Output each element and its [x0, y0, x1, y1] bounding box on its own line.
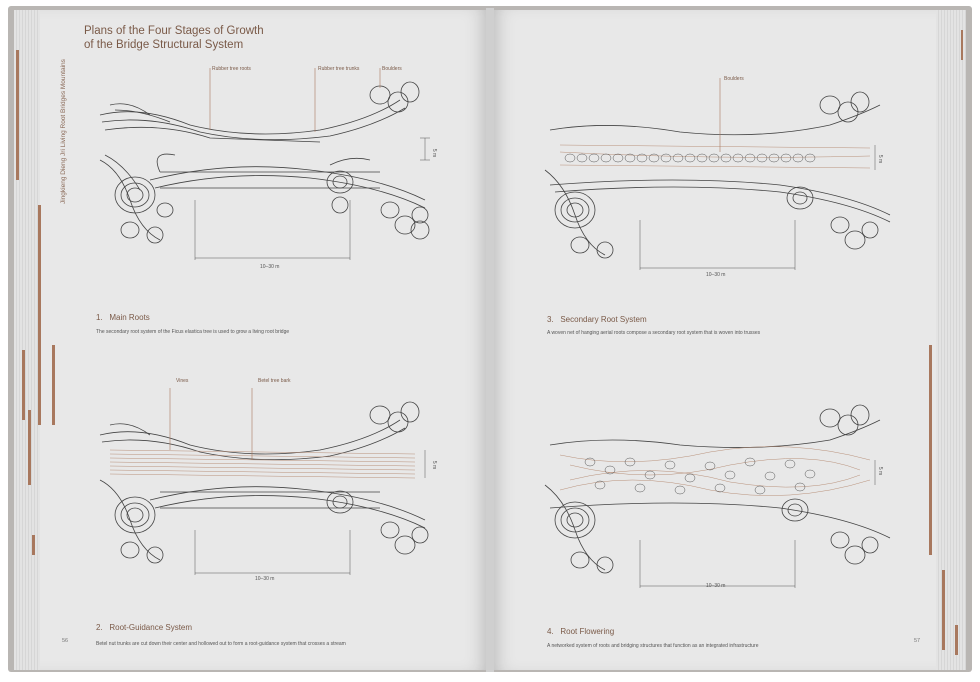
callout-betel-tree-bark: Betel tree bark — [258, 378, 291, 384]
stage4-caption: A networked system of roots and bridging… — [547, 643, 759, 649]
title-line-1: Plans of the Four Stages of Growth — [84, 25, 264, 37]
callout-boulders: Boulders — [724, 76, 744, 82]
height-dimension: 5 m — [877, 154, 884, 164]
page-title: Plans of the Four Stages of Growth of th… — [84, 24, 304, 52]
stage1-caption: The secondary root system of the Ficus e… — [96, 329, 290, 335]
edge-tab — [32, 535, 35, 555]
page-number-right: 57 — [914, 638, 921, 644]
width-dimension: 10–30 m — [706, 583, 726, 589]
edge-tab — [52, 345, 55, 425]
stage3-name: Secondary Root System — [560, 315, 647, 324]
height-dimension: 5 m — [877, 466, 884, 476]
callout-vines: Vines — [176, 378, 189, 384]
callout-boulders: Boulders — [382, 66, 402, 72]
right-page-edges — [936, 10, 966, 670]
book-gutter — [486, 8, 494, 672]
stage3-plan-drawing — [544, 78, 891, 270]
stage1-name: Main Roots — [109, 313, 150, 322]
stage2-plan-drawing — [99, 388, 429, 575]
stage1-number: 1. — [96, 313, 103, 322]
edge-tab — [955, 625, 958, 655]
stage3-number: 3. — [547, 315, 554, 324]
running-head: Jingkieng Dieng Jri Living Root Bridges … — [60, 59, 67, 204]
width-dimension: 10–30 m — [255, 576, 275, 582]
title-line-2: of the Bridge Structural System — [84, 39, 244, 51]
height-dimension: 5 m — [431, 148, 438, 158]
stage2-caption: Betel nut trunks are cut down their cent… — [96, 641, 346, 647]
stage4-plan-drawing — [544, 404, 891, 588]
stage2-heading: 2. Root-Guidance System — [96, 623, 192, 632]
width-dimension: 10–30 m — [706, 272, 726, 278]
edge-tab — [961, 30, 963, 60]
callout-rubber-tree-roots: Rubber tree roots — [212, 66, 251, 72]
stage1-heading: 1. Main Roots — [96, 313, 150, 322]
edge-tab — [942, 570, 945, 650]
height-dimension: 5 m — [431, 460, 438, 470]
edge-tab — [38, 205, 41, 425]
callout-rubber-tree-trunks: Rubber tree trunks — [318, 66, 360, 72]
stage3-heading: 3. Secondary Root System — [547, 315, 647, 324]
stage2-number: 2. — [96, 623, 103, 632]
edge-tab — [16, 50, 19, 180]
stage4-name: Root Flowering — [560, 627, 615, 636]
stage4-heading: 4. Root Flowering — [547, 627, 614, 636]
stage3-caption: A woven net of hanging aerial roots comp… — [547, 330, 761, 336]
page-number-left: 56 — [62, 638, 69, 644]
edge-tab — [28, 410, 31, 485]
width-dimension: 10–30 m — [260, 264, 280, 270]
stage1-plan-drawing — [99, 68, 430, 260]
left-page — [14, 10, 488, 670]
edge-tab — [929, 345, 932, 555]
stage4-number: 4. — [547, 627, 554, 636]
edge-tab — [22, 350, 25, 420]
stage2-name: Root-Guidance System — [109, 623, 193, 632]
